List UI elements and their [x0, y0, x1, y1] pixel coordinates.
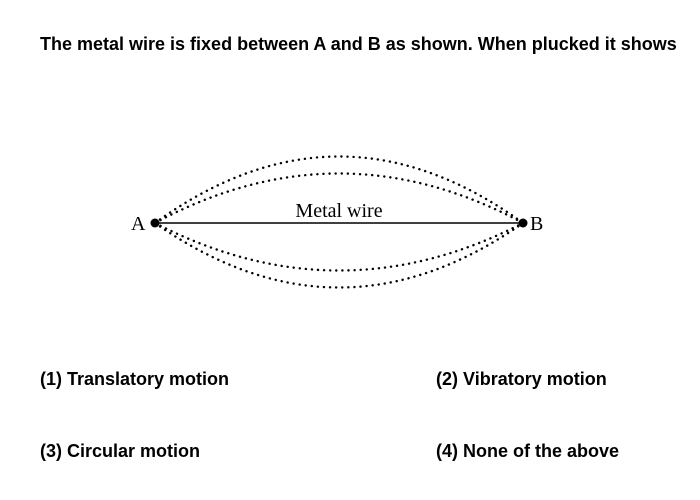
- vibration-arc-lower-inner: [153, 221, 525, 272]
- option-2[interactable]: (2) Vibratory motion: [436, 368, 607, 390]
- point-b-dot: [518, 218, 528, 228]
- option-1[interactable]: (1) Translatory motion: [40, 368, 229, 390]
- point-b-label: B: [530, 213, 543, 235]
- option-1-number: (1): [40, 369, 62, 389]
- option-2-text: Vibratory motion: [463, 369, 607, 389]
- point-a-label: A: [131, 213, 146, 235]
- option-4[interactable]: (4) None of the above: [436, 440, 619, 462]
- option-4-number: (4): [436, 441, 458, 461]
- point-a-dot: [150, 218, 160, 228]
- option-1-text: Translatory motion: [67, 369, 230, 389]
- option-3[interactable]: (3) Circular motion: [40, 440, 200, 462]
- option-3-text: Circular motion: [67, 441, 201, 461]
- option-2-number: (2): [436, 369, 458, 389]
- vibration-arc-lower-outer: [153, 221, 525, 289]
- wire-label: Metal wire: [295, 200, 382, 222]
- option-4-text: None of the above: [463, 441, 620, 461]
- vibration-arc-upper-inner: [153, 172, 525, 225]
- question-text: The metal wire is fixed between A and B …: [40, 34, 677, 54]
- option-3-number: (3): [40, 441, 62, 461]
